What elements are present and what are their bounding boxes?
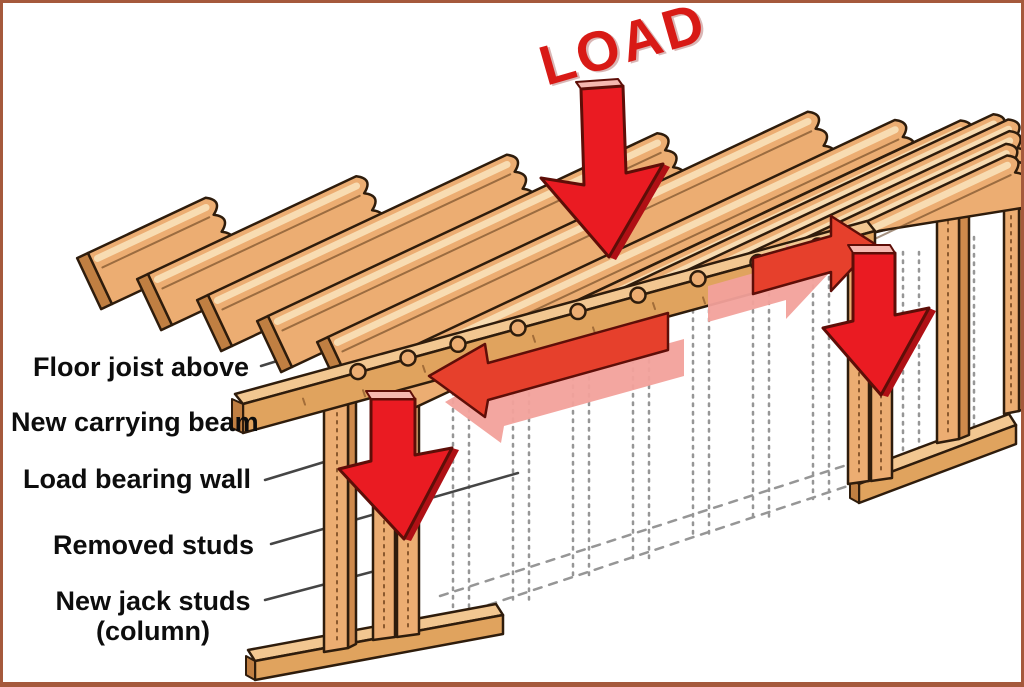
floor-joists [75,110,1021,416]
label-removed-studs: Removed studs [53,530,255,560]
framing-diagram-canvas [75,78,1021,682]
beam-force-left-arrow [427,311,684,443]
load-arrow [539,78,670,260]
label-new-jack-studs-line2: (column) [96,616,210,646]
label-new-jack-studs: New jack studs (column) [47,586,259,646]
removed-studs-ghost [438,235,976,622]
new-carrying-beam [231,219,877,435]
joist-end-curls [349,237,827,381]
label-floor-joist-above: Floor joist above [33,352,250,382]
bottom-plates [245,412,1018,682]
left-jack-stud-arrow [337,390,459,541]
right-jack-stud-arrow [821,244,936,397]
label-new-jack-studs-line1: New jack studs [55,586,251,616]
label-load-bearing-wall: Load bearing wall [23,464,252,494]
label-new-carrying-beam: New carrying beam [11,407,259,437]
